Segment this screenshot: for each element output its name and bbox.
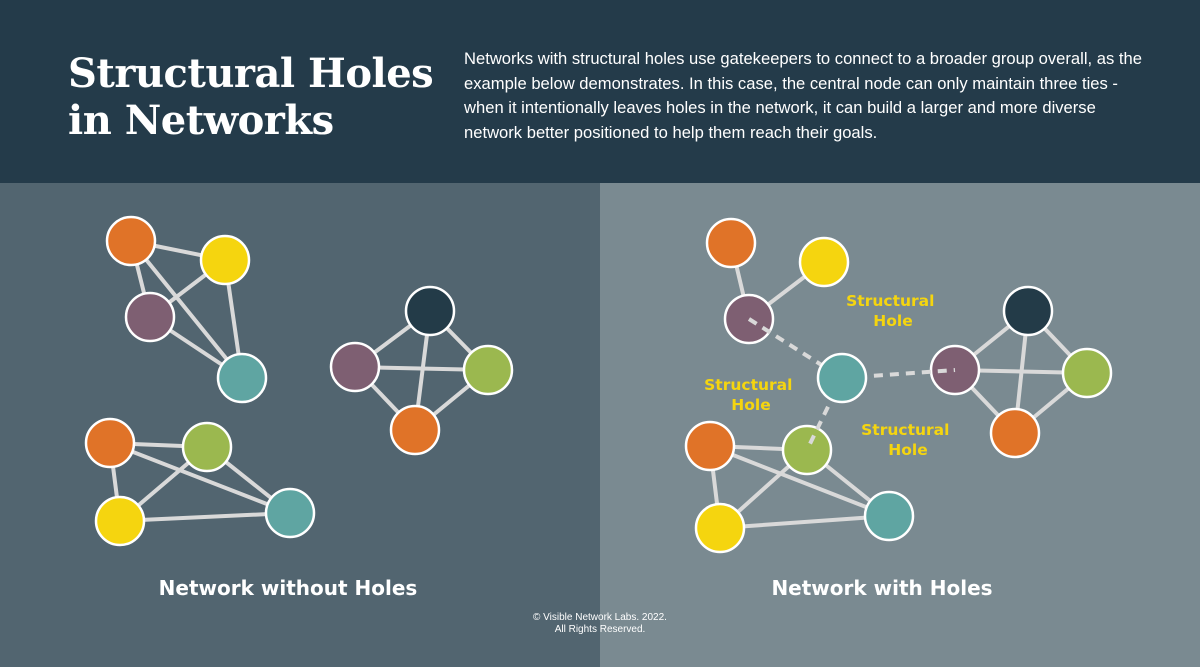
node-orange bbox=[389, 404, 441, 456]
hole-label-top: Structural Hole bbox=[846, 292, 940, 330]
node-orange bbox=[989, 407, 1041, 459]
node-yellow bbox=[94, 495, 146, 547]
edge bbox=[718, 514, 891, 530]
right-cluster-3 bbox=[684, 420, 915, 554]
caption-network-with-holes: Network with Holes bbox=[771, 576, 993, 600]
caption-network-without-holes: Network without Holes bbox=[158, 576, 418, 600]
node-mauve bbox=[329, 341, 381, 393]
copyright-line-2: All Rights Reserved. bbox=[554, 624, 646, 635]
node-olive bbox=[462, 344, 514, 396]
node-teal bbox=[863, 490, 915, 542]
node-orange bbox=[684, 420, 736, 472]
node-yellow bbox=[694, 502, 746, 554]
node-olive bbox=[1061, 347, 1113, 399]
node-teal bbox=[216, 352, 268, 404]
node-yellow bbox=[199, 234, 251, 286]
hole-label-bottom: Structural Hole bbox=[861, 421, 955, 459]
title-line-2: in Networks bbox=[68, 97, 334, 144]
node-navy bbox=[404, 285, 456, 337]
hole-label-line1: Structural bbox=[704, 376, 792, 394]
description-text: Networks with structural holes use gatek… bbox=[464, 49, 1142, 142]
node-teal bbox=[264, 487, 316, 539]
node-yellow bbox=[798, 236, 850, 288]
edge bbox=[708, 444, 891, 518]
node-orange bbox=[84, 417, 136, 469]
title-line-1: Structural Holes bbox=[68, 50, 434, 97]
right-cluster-1 bbox=[705, 217, 850, 345]
copyright-notice: © Visible Network Labs. 2022. All Rights… bbox=[480, 612, 720, 636]
node-orange bbox=[705, 217, 757, 269]
node-navy bbox=[1002, 285, 1054, 337]
hole-label-line1: Structural bbox=[861, 421, 949, 439]
right-network: Structural Hole Structural Hole Structur… bbox=[684, 217, 1113, 554]
node-olive bbox=[181, 421, 233, 473]
left-network bbox=[84, 215, 514, 547]
page-title: Structural Holes in Networks bbox=[68, 50, 448, 144]
central-node-teal bbox=[816, 352, 868, 404]
left-cluster-2 bbox=[329, 285, 514, 456]
node-mauve bbox=[124, 291, 176, 343]
hole-label-line2: Hole bbox=[873, 312, 912, 330]
dashed-tie bbox=[747, 317, 844, 380]
edge bbox=[129, 239, 244, 380]
gatekeeper-ties bbox=[747, 317, 956, 451]
dashed-tie bbox=[805, 377, 844, 451]
edge bbox=[118, 511, 292, 523]
left-cluster-3 bbox=[84, 417, 316, 547]
hole-label-line2: Hole bbox=[888, 441, 927, 459]
copyright-line-1: © Visible Network Labs. 2022. bbox=[533, 612, 667, 623]
hole-label-line1: Structural bbox=[846, 292, 934, 310]
hole-label-line2: Hole bbox=[731, 396, 770, 414]
node-orange bbox=[105, 215, 157, 267]
right-cluster-2 bbox=[929, 285, 1113, 459]
header-banner: Structural Holes in Networks Networks wi… bbox=[0, 0, 1200, 183]
structural-hole-labels: Structural Hole Structural Hole Structur… bbox=[704, 292, 955, 459]
left-cluster-1 bbox=[105, 215, 268, 404]
hole-label-left: Structural Hole bbox=[704, 376, 798, 414]
edge bbox=[108, 441, 292, 515]
